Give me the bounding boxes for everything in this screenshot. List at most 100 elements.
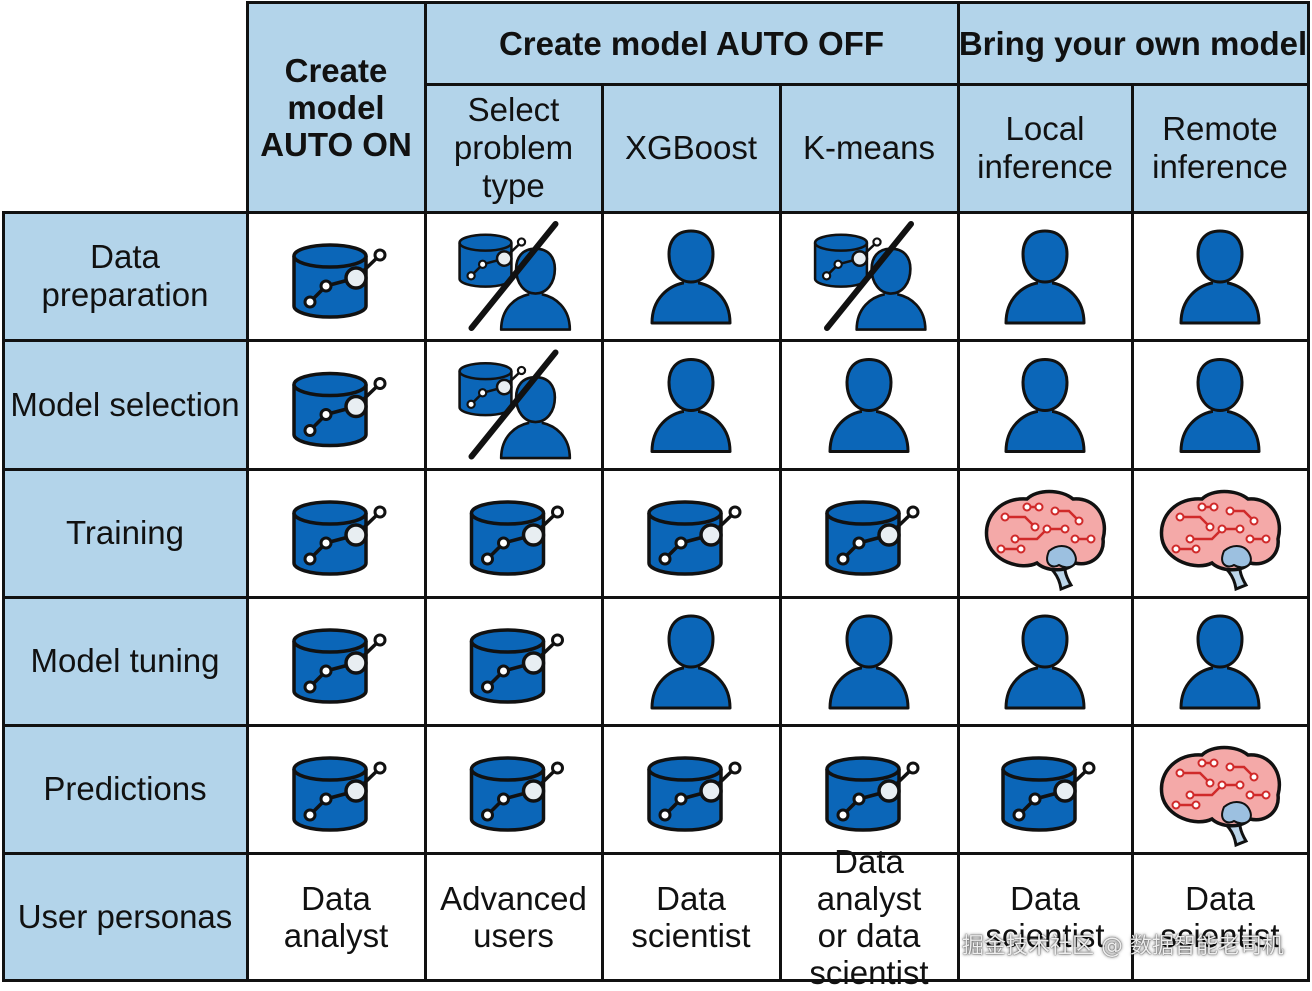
table-cell [602,340,780,469]
subheader-3-text: Local inference [977,110,1113,185]
database-chart-icon [469,500,564,576]
table-cell [958,340,1132,469]
persona-cell-text: Advanced users [440,879,587,954]
subheader-1: XGBoost [602,84,780,212]
persona-cell: Data scientist [958,853,1132,980]
table-cell [1132,469,1308,597]
persona-cell: Data analyst or data scientist [780,843,958,991]
database-chart-icon [292,243,387,319]
database-chart-icon [825,756,920,832]
database-chart-icon [647,500,742,576]
grid-line [1,338,1310,342]
grid-line [423,82,1310,86]
persona-cell-text: Data scientist [985,879,1105,954]
table-cell [602,469,780,597]
subheader-4-text: Remote inference [1152,110,1288,185]
table-cell [247,340,425,469]
split-database-person-icon [458,221,572,331]
header-auto-off: Create model AUTO OFF [425,2,958,84]
person-icon [1179,357,1261,453]
grid-line [423,0,427,982]
table-cell [780,469,958,597]
grid-line [600,82,604,982]
persona-cell-text: Data scientist [631,879,751,954]
grid-line [1,467,1310,471]
subheader-0: Select problem type [425,84,602,212]
table-cell [602,725,780,853]
subheader-4: Remote inference [1132,84,1308,212]
table-cell [1132,340,1308,469]
table-cell [247,725,425,853]
database-chart-icon [292,371,387,448]
database-chart-icon [825,500,920,576]
table-cell [1132,725,1308,853]
header-byom-text: Bring your own model [958,24,1308,62]
subheader-0-text: Select problem type [453,91,574,204]
database-chart-icon [292,628,387,704]
header-auto-on: Create model AUTO ON [247,2,425,212]
table-cell [780,340,958,469]
grid-line [1,978,1310,982]
persona-cell: Data scientist [602,853,780,980]
grid-line [956,0,960,982]
subheader-2-text: K-means [802,129,936,166]
database-chart-icon [292,756,387,832]
grid-line [1,851,1310,855]
table-cell [425,725,602,853]
row-label-text: Predictions [43,770,207,807]
row-label: Training [3,469,247,597]
person-icon [828,614,910,710]
person-icon [1179,229,1261,325]
person-icon [650,614,732,710]
row-label-text: Model tuning [30,642,220,679]
persona-row-label: User personas [3,853,247,980]
brain-icon [1159,745,1282,848]
table-cell [247,597,425,725]
grid-line [778,82,782,982]
persona-row-label-text: User personas [17,897,233,935]
table-cell [602,597,780,725]
grid-line [1,210,5,982]
row-label-text: Training [66,514,184,551]
persona-cell-text: Data scientist [1160,879,1280,954]
grid-line [1306,0,1310,982]
table-cell [425,469,602,597]
header-auto-on-text: Create model AUTO ON [260,51,412,163]
row-label: Data preparation [3,212,247,340]
person-icon [1004,229,1086,325]
row-label: Predictions [3,725,247,853]
person-icon [1004,357,1086,453]
persona-cell: Data scientist [1132,853,1308,980]
row-label-text: Data preparation [41,238,209,313]
subheader-3: Local inference [958,84,1132,212]
table-cell [425,340,602,469]
person-icon [1004,614,1086,710]
table-cell [958,212,1132,340]
database-chart-icon [1001,756,1096,832]
database-chart-icon [647,756,742,832]
table-cell [1132,597,1308,725]
database-chart-icon [292,500,387,576]
header-byom: Bring your own model [958,2,1308,84]
grid-line [1,723,1310,727]
person-icon [1179,614,1261,710]
table-cell [780,212,958,340]
header-auto-off-text: Create model AUTO OFF [498,24,885,62]
grid-line [1,595,1310,599]
table-cell [425,212,602,340]
person-icon [650,357,732,453]
database-chart-icon [469,756,564,832]
table-cell [602,212,780,340]
grid-line [245,0,1310,4]
table-cell [247,212,425,340]
persona-cell: Advanced users [425,853,602,980]
subheader-2: K-means [780,84,958,212]
split-database-person-icon [813,221,927,331]
row-label: Model selection [3,340,247,469]
table-cell [1132,212,1308,340]
table-cell [958,597,1132,725]
row-label-text: Model selection [10,385,240,423]
table-cell [425,597,602,725]
grid-line [245,0,249,982]
